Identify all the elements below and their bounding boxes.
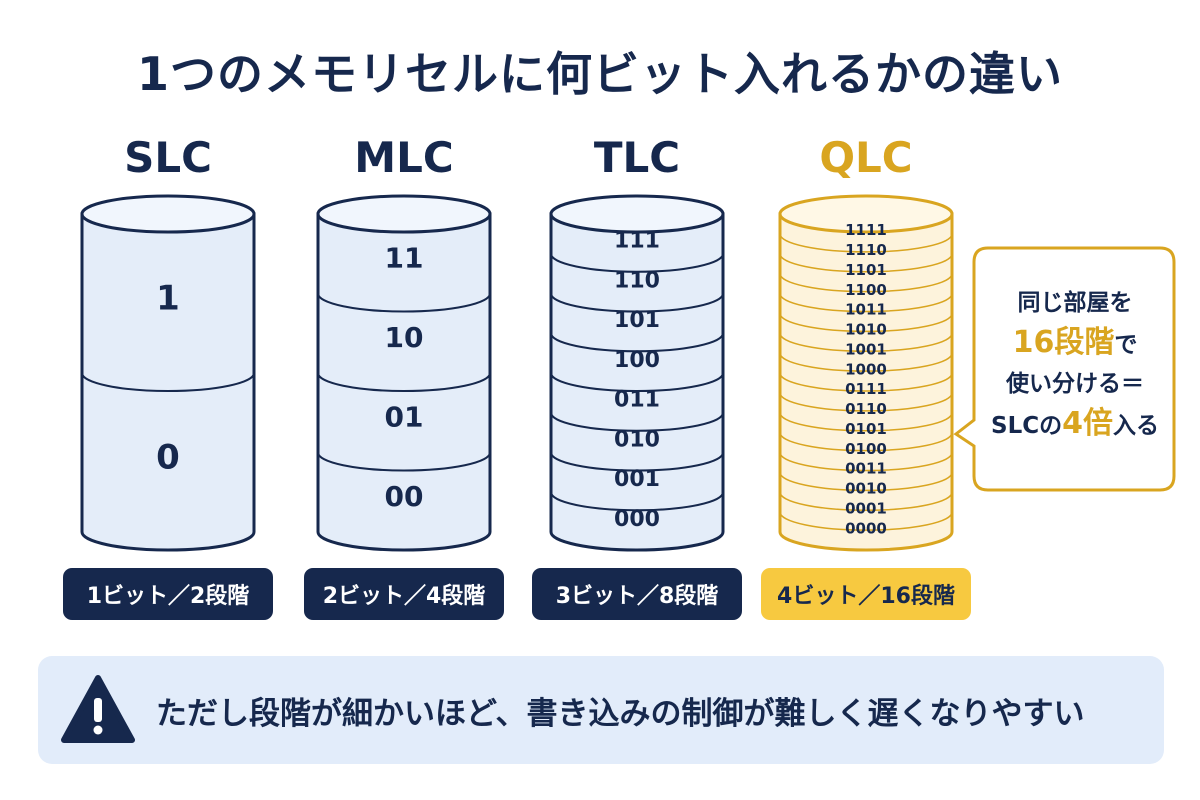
tlc-level-label: 110 [614,268,660,293]
tlc-level-label: 000 [614,507,660,532]
qlc-cylinder-top [778,194,954,234]
warning-box: ただし段階が細かいほど、書き込みの制御が難しく遅くなりやすい [38,656,1164,764]
qlc-level-label: 0110 [845,400,887,418]
callout-line-1: 同じ部屋を [1017,290,1133,316]
mlc-level-divider [317,372,491,392]
tlc-level-divider [550,412,724,432]
qlc-level-divider [779,253,953,273]
qlc-level-label: 1110 [845,241,887,259]
qlc-level-label: 1010 [845,321,887,339]
qlc-level-label: 0111 [845,380,887,398]
tlc-level-divider [550,492,724,512]
qlc-level-divider [779,412,953,432]
mlc-heading: MLC [354,133,453,182]
callout-highlight-multiplier: 4倍 [1062,406,1113,441]
slc-level-label: 0 [156,437,180,477]
callout-line-3: 使い分ける＝ [1006,371,1144,397]
qlc-badge: 4ビット／16段階 [761,568,971,620]
tlc-level-label: 100 [614,348,660,373]
mlc-level-divider [317,452,491,472]
qlc-level-divider [779,273,953,293]
tlc-level-label: 010 [614,427,660,452]
mlc-level-label: 00 [385,480,424,513]
qlc-level-label: 1001 [845,340,887,358]
qlc-level-label: 0010 [845,480,887,498]
mlc-level-label: 01 [385,401,424,434]
qlc-level-divider [779,333,953,352]
tlc-heading: TLC [594,133,680,182]
qlc-heading: QLC [819,133,912,182]
callout-text: 同じ部屋を 16段階で 使い分ける＝ SLCの4倍入る [980,284,1170,446]
qlc-level-label: 1100 [845,281,887,299]
slc-heading: SLC [124,133,212,182]
callout-highlight-levels: 16段階 [1012,325,1115,360]
tlc-level-divider [550,253,724,273]
warning-triangle-icon [61,675,135,743]
tlc-level-label: 001 [614,467,660,492]
tlc-level-label: 111 [614,229,660,254]
tlc-cylinder-top [549,194,725,234]
mlc-level-divider [317,293,491,313]
callout-line-4-pre: SLCの [991,413,1063,439]
mlc-cylinder-body [316,212,492,552]
qlc-level-divider [779,392,953,412]
tlc-badge: 3ビット／8段階 [532,568,742,620]
qlc-level-label: 1000 [845,360,887,378]
tlc-level-label: 101 [614,308,660,333]
callout-line-4-post: 入る [1112,413,1159,439]
tlc-level-divider [550,333,724,353]
warning-text: ただし段階が細かいほど、書き込みの制御が難しく遅くなりやすい [156,695,1085,732]
page-title: 1つのメモリセルに何ビット入れるかの違い [136,47,1063,101]
tlc-level-label: 011 [614,388,660,413]
qlc-level-label: 0001 [845,499,887,517]
tlc-level-divider [550,293,724,313]
qlc-level-label: 0000 [845,519,887,537]
qlc-level-label: 0101 [845,420,887,438]
qlc-level-divider [779,353,953,372]
qlc-level-divider [779,472,953,492]
qlc-level-divider [779,432,953,452]
qlc-level-divider [779,372,953,392]
qlc-level-label: 1111 [845,221,887,239]
slc-cylinder-top [80,194,256,234]
tlc-cylinder-body [549,212,725,552]
qlc-cylinder-body [778,212,954,552]
qlc-level-label: 1101 [845,261,887,279]
mlc-cylinder-top [316,194,492,234]
slc-badge: 1ビット／2段階 [63,568,273,620]
tlc-level-divider [550,372,724,392]
qlc-level-divider [779,452,953,472]
qlc-level-divider [779,512,953,531]
slc-level-label: 1 [156,278,180,318]
memory-cell-diagram: SLC10MLC11100100TLC111110101100011010001… [80,133,954,552]
qlc-level-label: 1011 [845,301,887,319]
qlc-level-divider [779,313,953,333]
qlc-level-divider [779,293,953,313]
qlc-level-divider [779,233,953,253]
tlc-level-divider [550,452,724,472]
callout-line-2-rest: で [1114,332,1138,358]
slc-cylinder-body [80,212,256,552]
slc-level-divider [81,372,255,392]
callout-line-4: SLCの4倍入る [980,404,1170,446]
mlc-badge: 2ビット／4段階 [304,568,504,620]
callout-line-2: 16段階で [980,323,1170,365]
qlc-level-label: 0100 [845,440,887,458]
qlc-level-divider [779,492,953,511]
mlc-level-label: 11 [385,242,424,275]
mlc-level-label: 10 [385,321,424,354]
qlc-level-label: 0011 [845,460,887,478]
